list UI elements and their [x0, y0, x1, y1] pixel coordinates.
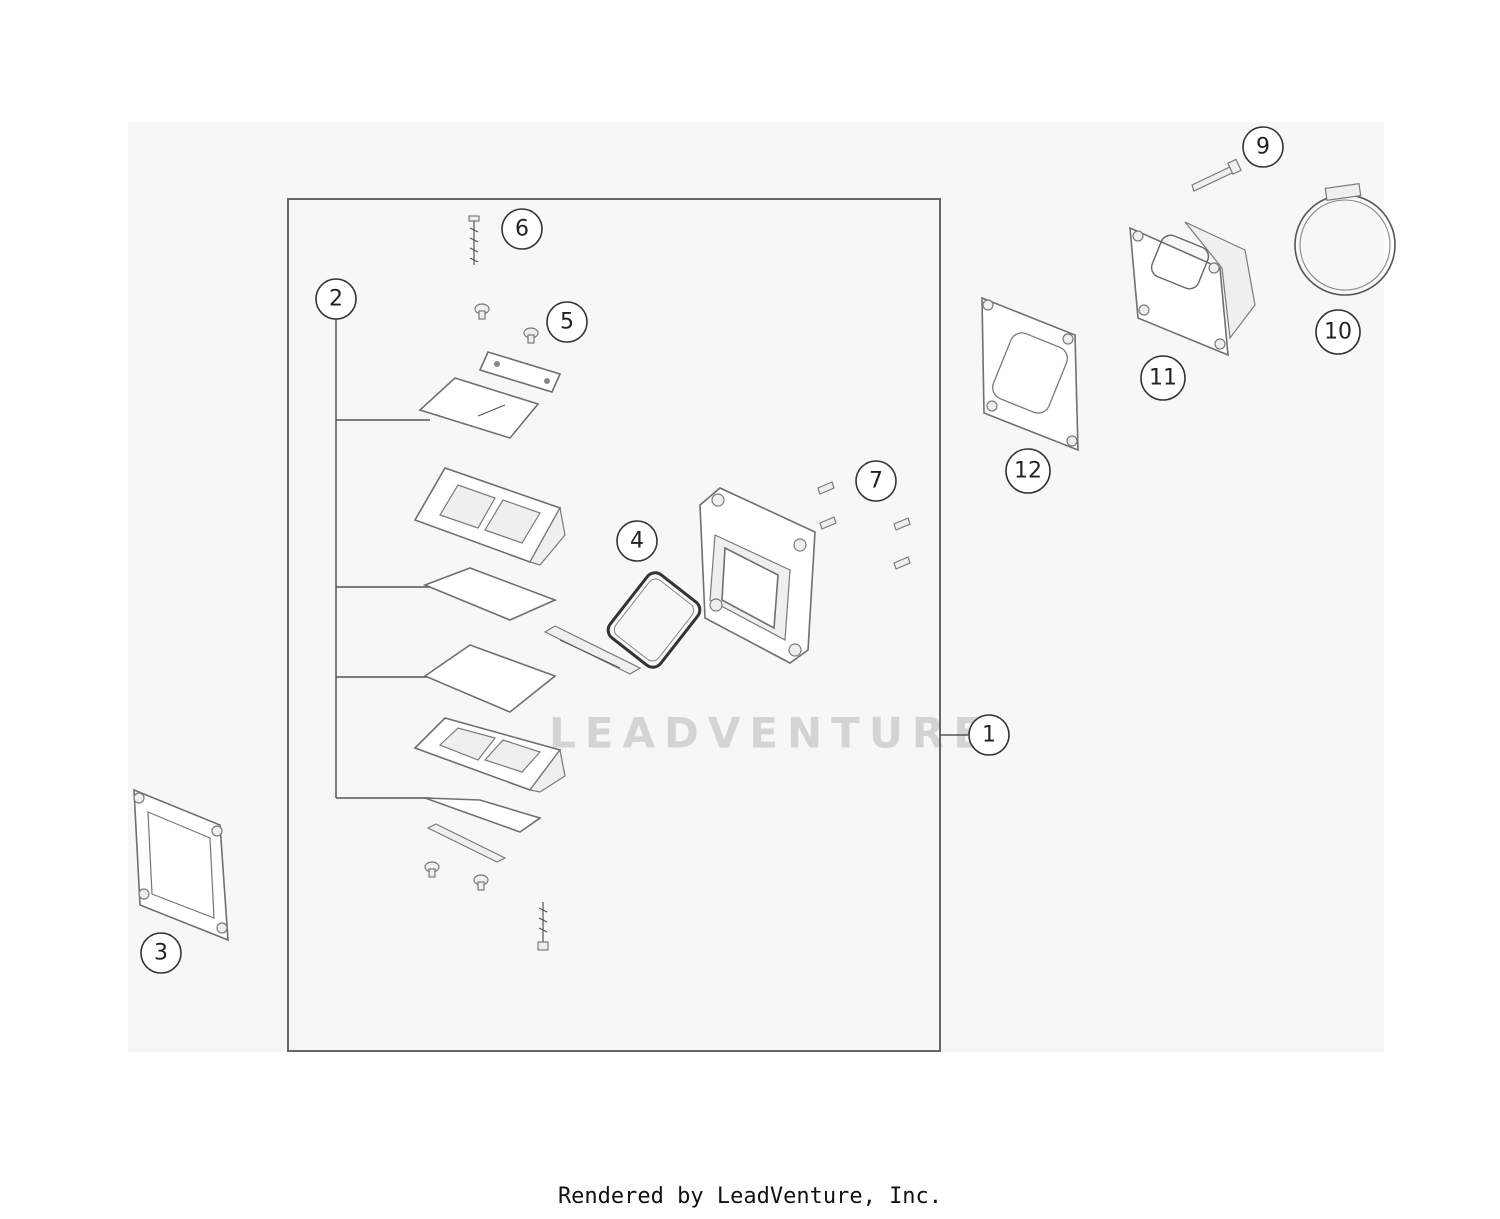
callout-label-2: 2	[329, 287, 343, 312]
screw-long-top	[468, 215, 480, 265]
bolt	[1191, 158, 1242, 192]
callout-4: 4	[616, 520, 658, 562]
callout-label-7: 7	[869, 469, 883, 494]
rendered-by-credit: Rendered by LeadVenture, Inc.	[557, 1184, 943, 1209]
reed-petal-lower	[423, 644, 557, 713]
reed-stop-plate-bottom	[426, 823, 507, 863]
callout-12: 12	[1005, 448, 1051, 494]
screw-long-bottom	[537, 902, 549, 951]
hose-clamp	[1294, 183, 1396, 296]
watermark: LEADVENTURE	[549, 709, 991, 758]
callout-label-6: 6	[515, 217, 529, 242]
reed-block-lower	[413, 717, 566, 793]
spacer-bar	[543, 625, 642, 675]
callout-label-11: 11	[1149, 366, 1177, 391]
callout-label-3: 3	[154, 941, 168, 966]
callout-label-1: 1	[982, 723, 996, 748]
callout-label-9: 9	[1256, 135, 1270, 160]
reed-block-upper	[413, 467, 566, 566]
callout-10: 10	[1315, 309, 1361, 355]
callout-6: 6	[501, 208, 543, 250]
callout-5: 5	[546, 301, 588, 343]
gasket-left	[133, 788, 229, 942]
reed-petal-bottom	[424, 797, 542, 833]
callout-9: 9	[1242, 126, 1284, 168]
gasket-right	[981, 296, 1079, 452]
reed-petal-top	[418, 377, 540, 439]
intake-flange	[1129, 221, 1256, 357]
callout-1: 1	[968, 714, 1010, 756]
small-screw-pair-top	[474, 303, 539, 344]
reed-stop-plate-top	[478, 351, 562, 393]
callout-2: 2	[315, 278, 357, 320]
group-bracket	[335, 318, 430, 799]
o-ring-gasket	[606, 571, 702, 669]
callout-label-12: 12	[1014, 459, 1042, 484]
callout-7: 7	[855, 460, 897, 502]
reed-valve-housing	[699, 487, 816, 664]
callout-label-10: 10	[1324, 320, 1352, 345]
screw-set-housing	[817, 481, 911, 570]
callout-label-5: 5	[560, 310, 574, 335]
small-screw-pair-bottom	[424, 861, 489, 891]
callout-11: 11	[1140, 355, 1186, 401]
callout-3: 3	[140, 932, 182, 974]
assembly-box	[287, 198, 941, 1052]
reed-petal-middle	[422, 567, 558, 621]
callout-label-4: 4	[630, 529, 644, 554]
